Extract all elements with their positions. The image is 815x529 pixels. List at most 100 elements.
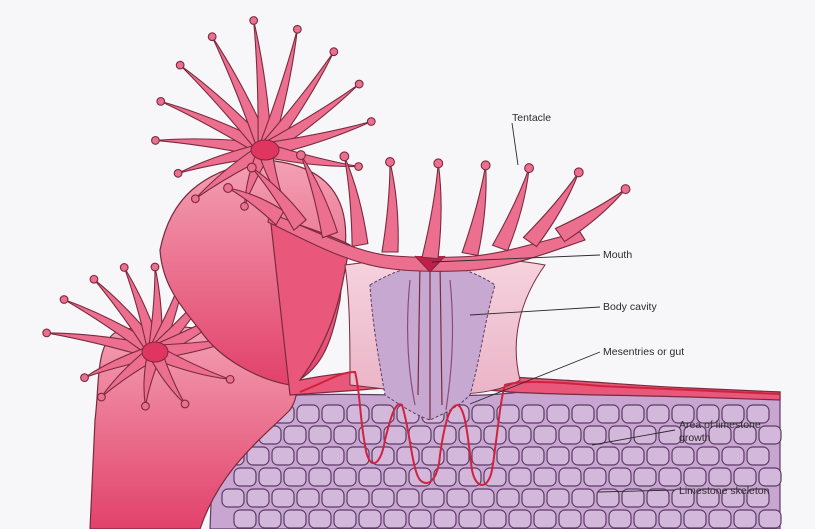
skeleton-cell [297,489,319,507]
skeleton-cell [584,510,606,528]
skeleton-cell [684,510,706,528]
limestone-skeleton [210,391,781,529]
skeleton-cell [397,489,419,507]
left-polyp-tentacle-tip [120,264,128,272]
skeleton-cell [384,510,406,528]
skeleton-cell [472,489,494,507]
skeleton-cell [322,489,344,507]
skeleton-cell [522,405,544,423]
top-polyp-tentacle-tip [208,33,216,41]
cross-section-tentacle-tip [434,159,443,168]
skeleton-cell [634,510,656,528]
left-polyp-tentacle-tip [151,263,159,271]
skeleton-cell [497,447,519,465]
skeleton-cell [534,510,556,528]
skeleton-cell [397,447,419,465]
left-polyp-tentacle-tip [60,296,68,304]
left-polyp-tentacle-tip [142,402,150,410]
skeleton-cell [572,405,594,423]
skeleton-cell [709,510,731,528]
limestone-growth-label-line2: growth [679,432,711,444]
left-polyp-tentacle-tip [98,393,106,401]
skeleton-cell [247,489,269,507]
left-polyp-tentacle-tip [81,374,89,382]
top-polyp-tentacle-tip [367,118,375,126]
skeleton-cell [234,510,256,528]
top-polyp-tentacle-tip [176,61,184,69]
skeleton-cell [722,447,744,465]
cross-section-tentacle [422,163,441,258]
skeleton-cell [334,426,356,444]
skeleton-cell [309,510,331,528]
cross-section-tentacle-tip [247,163,256,172]
skeleton-cell [622,447,644,465]
skeleton-cell [509,510,531,528]
skeleton-cell [472,405,494,423]
mouth-label: Mouth [603,249,632,261]
skeleton-cell [659,468,681,486]
tentacle-leader [512,123,518,165]
top-polyp-tentacle-tip [174,169,182,177]
left-polyp-tentacle-tip [43,329,51,337]
skeleton-cell [409,426,431,444]
skeleton-cell [259,468,281,486]
skeleton-cell [259,510,281,528]
skeleton-cell [609,510,631,528]
top-polyp-tentacle-tip [294,25,302,33]
skeleton-cell [547,447,569,465]
skeleton-cell [447,447,469,465]
skeleton-cell [334,468,356,486]
cross-section-tentacle-tip [574,168,583,177]
top-polyp-tentacle-tip [355,80,363,88]
skeleton-cell [522,489,544,507]
mesenteries-label: Mesentries or gut [603,346,684,358]
top-polyp-tentacle-tip [355,163,363,171]
cross-section-tentacle-tip [340,152,349,161]
skeleton-cell [459,426,481,444]
skeleton-cell [522,447,544,465]
skeleton-cell [559,468,581,486]
skeleton-cell [747,447,769,465]
skeleton-cell [284,426,306,444]
skeleton-cell [547,489,569,507]
left-polyp-tentacle-tip [90,275,98,283]
body-cavity-label: Body cavity [603,301,657,313]
top-polyp-tentacle-tip [330,48,338,56]
cross-section-tentacle [462,165,486,255]
skeleton-cell [634,468,656,486]
skeleton-cell [234,468,256,486]
skeleton-cell [759,426,781,444]
limestone-skeleton-label: Limestone skeleton [679,485,770,497]
skeleton-cell [709,468,731,486]
skeleton-cell [372,489,394,507]
skeleton-cell [384,468,406,486]
skeleton-cell [534,468,556,486]
skeleton-cell [222,489,244,507]
skeleton-cell [659,510,681,528]
limestone-growth-label-line1: Area of limestone [679,419,761,431]
skeleton-cell [584,468,606,486]
cross-section-tentacle-tip [481,161,490,170]
skeleton-cell [759,510,781,528]
skeleton-cell [484,426,506,444]
left-polyp-tentacle-tip [181,400,189,408]
top-polyp-tentacle-tip [152,137,160,145]
skeleton-cell [459,510,481,528]
skeleton-cell [572,489,594,507]
skeleton-cell [697,447,719,465]
skeleton-cell [284,468,306,486]
skeleton-cell [584,426,606,444]
skeleton-cell [547,405,569,423]
cross-section-tentacle-tip [386,158,395,167]
skeleton-cell [309,426,331,444]
cross-section-tentacle-tip [525,164,534,173]
skeleton-cell [684,468,706,486]
skeleton-cell [622,405,644,423]
skeleton-cell [759,468,781,486]
cross-section-tentacle-tip [224,184,233,193]
skeleton-cell [672,447,694,465]
skeleton-cell [347,405,369,423]
skeleton-cell [297,447,319,465]
cross-section-tentacle [382,162,398,252]
